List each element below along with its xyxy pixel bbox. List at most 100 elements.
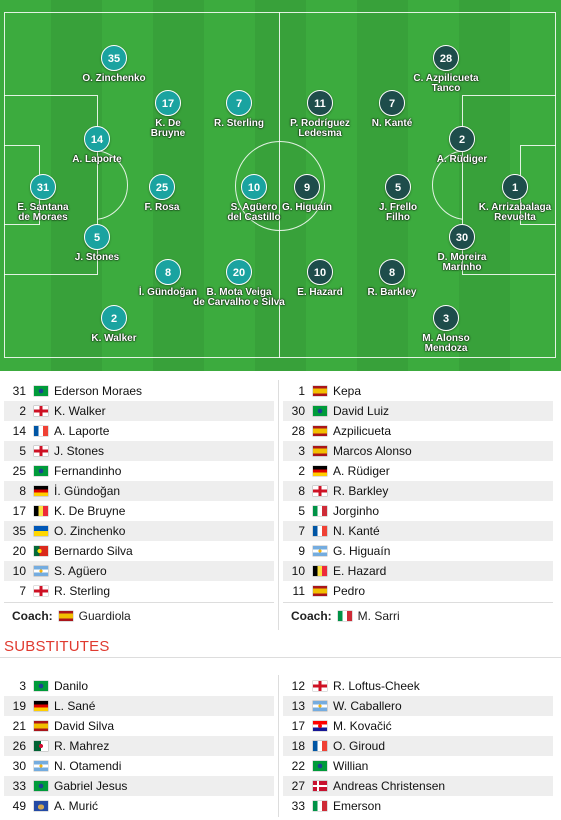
right-penalty-area [462,95,556,275]
player-name: K. De Bruyne [150,118,186,139]
lineup-row: 13 W. Caballero [283,696,553,716]
flag-icon [313,741,327,751]
shirt-number-badge: 10 [241,174,267,200]
player-name[interactable]: David Silva [54,719,115,733]
flag-icon [34,701,48,711]
player-name[interactable]: Ederson Moraes [54,384,143,398]
flag-icon [34,721,48,731]
flag-icon [34,566,48,576]
lineup-row: 28 Azpilicueta [283,421,553,441]
coach-name[interactable]: Guardiola [78,608,131,623]
player-name[interactable]: Bernardo Silva [54,544,133,558]
player-name[interactable]: Emerson [333,799,382,813]
player-name[interactable]: K. De Bruyne [54,504,126,518]
player-name[interactable]: Pedro [333,584,366,598]
player-name[interactable]: O. Zinchenko [54,524,126,538]
player-name[interactable]: Gabriel Jesus [54,779,128,793]
player-name[interactable]: A. Laporte [54,424,110,438]
shirt-number: 28 [291,424,305,438]
player-name[interactable]: David Luiz [333,404,390,418]
player-name[interactable]: J. Stones [54,444,105,458]
player-name[interactable]: Jorginho [333,504,380,518]
shirt-number: 22 [291,759,305,773]
flag-icon [313,546,327,556]
player-name[interactable]: Danilo [54,679,89,693]
player-name[interactable]: R. Mahrez [54,739,110,753]
flag-icon [313,486,327,496]
flag-icon [313,526,327,536]
shirt-number: 21 [12,719,26,733]
player-name[interactable]: A. Murić [54,799,99,813]
lineup-row: 30 N. Otamendi [4,756,274,776]
flag-icon [34,466,48,476]
player-name: A. Laporte [72,154,122,165]
shirt-number: 26 [12,739,26,753]
player-name[interactable]: W. Caballero [333,699,402,713]
player-name[interactable]: N. Otamendi [54,759,122,773]
player-name[interactable]: Azpilicueta [333,424,392,438]
shirt-number: 17 [12,504,26,518]
player-name[interactable]: İ. Gündoğan [54,484,121,498]
player-name[interactable]: E. Hazard [333,564,387,578]
away-coach: Coach: M. Sarri [283,602,553,628]
flag-icon [313,681,327,691]
shirt-number: 30 [12,759,26,773]
coach-name[interactable]: M. Sarri [357,608,400,623]
player-name[interactable]: G. Higuaín [333,544,391,558]
flag-icon [313,426,327,436]
player-name[interactable]: Willian [333,759,369,773]
player-name: İ. Gündoğan [138,287,198,298]
player-name[interactable]: Kepa [333,384,362,398]
player-name[interactable]: L. Sané [54,699,96,713]
substitutes-divider [0,657,561,658]
shirt-number: 33 [291,799,305,813]
player-name[interactable]: S. Agüero [54,564,107,578]
player-name[interactable]: K. Walker [54,404,106,418]
shirt-number-badge: 28 [433,45,459,71]
player-name[interactable]: Marcos Alonso [333,444,412,458]
shirt-number-badge: 10 [307,259,333,285]
player-name: E. Santana de Moraes [17,202,69,223]
flag-icon [313,446,327,456]
player-name[interactable]: N. Kanté [333,524,380,538]
flag-icon [34,546,48,556]
player-name[interactable]: R. Loftus-Cheek [333,679,420,693]
player-name[interactable]: R. Sterling [54,584,111,598]
player-name: R. Barkley [367,287,417,298]
shirt-number-badge: 25 [149,174,175,200]
player-name[interactable]: A. Rüdiger [333,464,390,478]
player-name[interactable]: Fernandinho [54,464,122,478]
player-name[interactable]: Andreas Christensen [333,779,446,793]
flag-icon [34,486,48,496]
player-name[interactable]: O. Giroud [333,739,386,753]
player-name[interactable]: M. Kovačić [333,719,392,733]
shirt-number: 13 [291,699,305,713]
player-name[interactable]: R. Barkley [333,484,389,498]
